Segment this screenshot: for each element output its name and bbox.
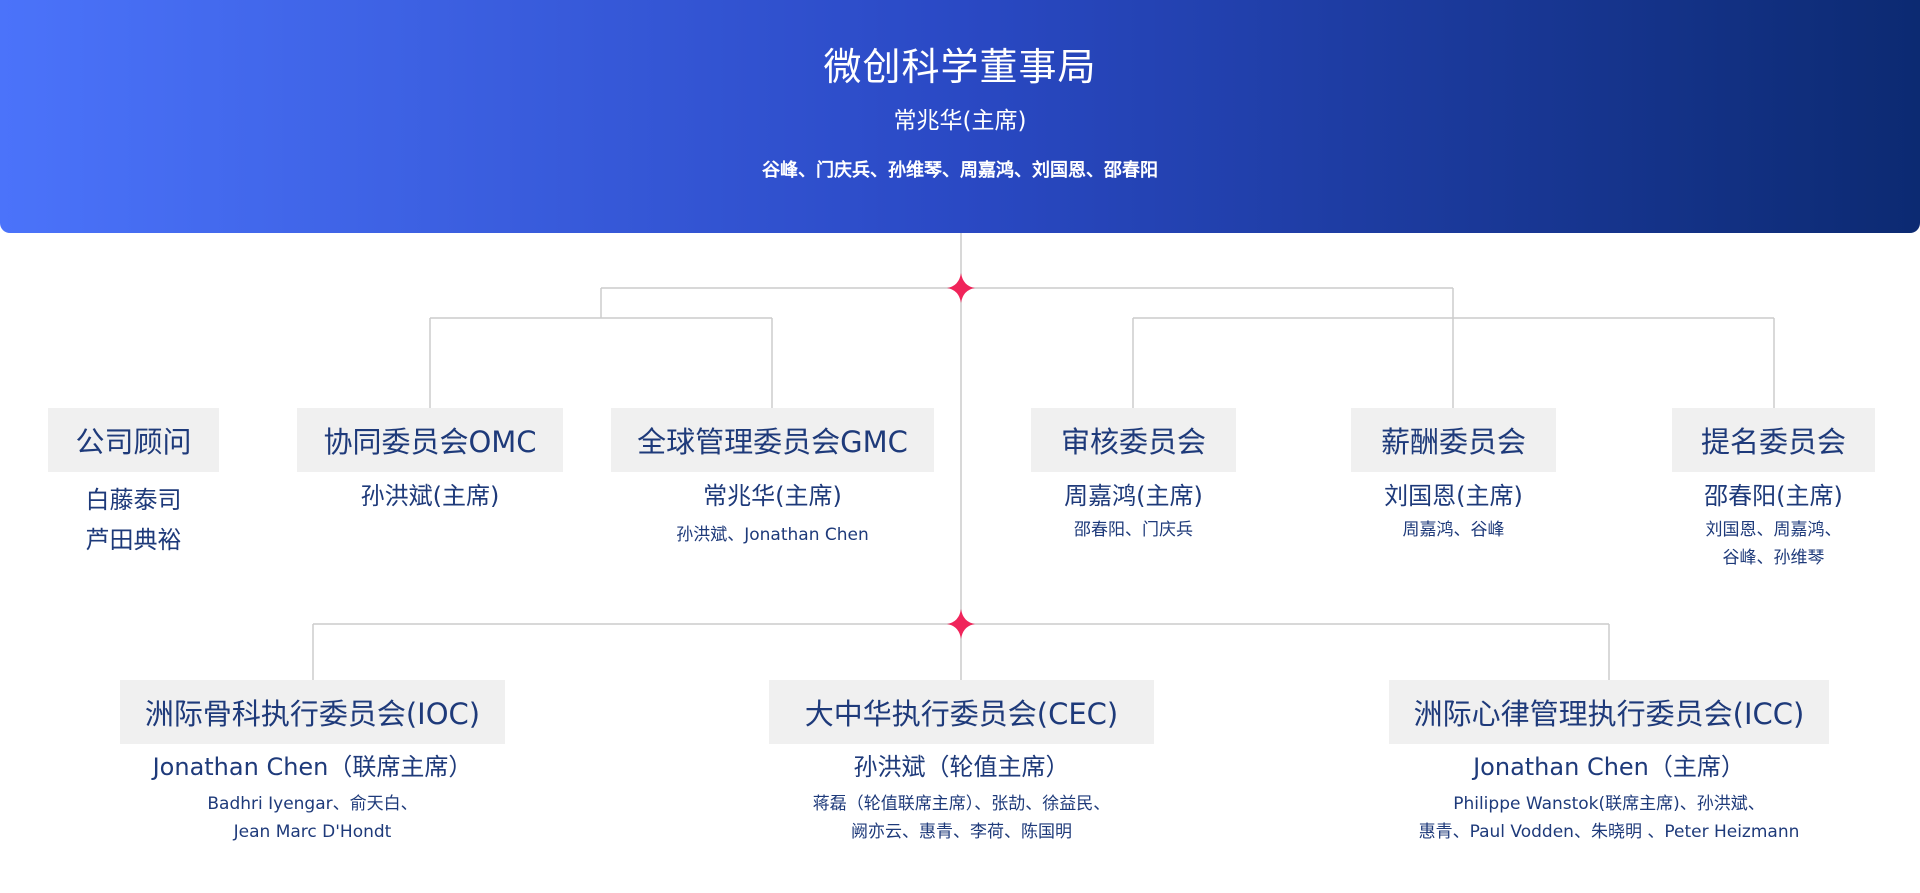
committee-gmc-box: 全球管理委员会GMC — [611, 408, 934, 472]
committee-nomination-chair: 邵春阳(主席) — [1704, 482, 1843, 510]
committee-nomination-box: 提名委员会 — [1672, 408, 1875, 472]
exec-ioc-people: Jonathan Chen（联席主席） Badhri Iyengar、俞天白、 … — [60, 752, 565, 846]
exec-cec-people: 孙洪斌（轮值主席） 蒋磊（轮值联席主席）、张劼、徐益民、 阙亦云、惠青、李荷、陈… — [709, 752, 1214, 846]
committee-gmc-members: 孙洪斌、Jonathan Chen — [676, 525, 869, 545]
exec-cec-members: 蒋磊（轮值联席主席）、张劼、徐益民、 — [812, 794, 1111, 814]
committee-audit-box: 审核委员会 — [1031, 408, 1236, 472]
exec-icc-box: 洲际心律管理执行委员会(ICC) — [1389, 680, 1829, 744]
exec-cec-box: 大中华执行委员会(CEC) — [769, 680, 1154, 744]
committee-nomination-members: 谷峰、孙维琴 — [1722, 548, 1825, 568]
committee-omc-box: 协同委员会OMC — [297, 408, 563, 472]
committee-advisors-people: 白藤泰司 芦田典裕 — [48, 480, 219, 560]
advisor-name: 白藤泰司 — [85, 486, 182, 514]
board-title: 微创科学董事局 — [823, 45, 1097, 89]
committee-remuneration-box: 薪酬委员会 — [1351, 408, 1556, 472]
committee-advisors-box: 公司顾问 — [48, 408, 219, 472]
committee-gmc-chair: 常兆华(主席) — [703, 482, 842, 510]
committee-remuneration-chair: 刘国恩(主席) — [1384, 482, 1523, 510]
committee-audit-chair: 周嘉鸿(主席) — [1064, 482, 1203, 510]
exec-icc-name: 洲际心律管理执行委员会(ICC) — [1413, 697, 1805, 731]
board-banner: 微创科学董事局 常兆华(主席) 谷峰、门庆兵、孙维琴、周嘉鸿、刘国恩、邵春阳 — [0, 0, 1920, 233]
committee-omc-people: 孙洪斌(主席) — [297, 481, 563, 511]
exec-icc-members: Philippe Wanstok(联席主席)、孙洪斌、 — [1453, 794, 1765, 814]
committee-audit-people: 周嘉鸿(主席) 邵春阳、门庆兵 — [1031, 481, 1236, 544]
exec-cec-chair: 孙洪斌（轮值主席） — [853, 753, 1070, 781]
exec-icc-chair: Jonathan Chen（主席） — [1473, 753, 1745, 781]
exec-ioc-box: 洲际骨科执行委员会(IOC) — [120, 680, 505, 744]
exec-cec-members: 阙亦云、惠青、李荷、陈国明 — [851, 822, 1072, 842]
exec-ioc-chair: Jonathan Chen（联席主席） — [152, 753, 473, 781]
committee-audit-name: 审核委员会 — [1060, 425, 1206, 459]
committee-omc-name: 协同委员会OMC — [323, 425, 537, 459]
committee-nomination-people: 邵春阳(主席) 刘国恩、周嘉鸿、 谷峰、孙维琴 — [1672, 481, 1875, 572]
committee-omc-chair: 孙洪斌(主席) — [360, 482, 500, 510]
committee-nomination-members: 刘国恩、周嘉鸿、 — [1705, 520, 1842, 540]
committee-remuneration-name: 薪酬委员会 — [1380, 425, 1526, 459]
committee-gmc-people: 常兆华(主席) 孙洪斌、Jonathan Chen — [611, 481, 934, 549]
exec-ioc-name: 洲际骨科执行委员会(IOC) — [144, 697, 481, 731]
exec-ioc-members: Jean Marc D'Hondt — [233, 822, 392, 842]
committee-remuneration-people: 刘国恩(主席) 周嘉鸿、谷峰 — [1351, 481, 1556, 544]
exec-cec-name: 大中华执行委员会(CEC) — [804, 697, 1119, 731]
board-chair: 常兆华(主席) — [893, 108, 1027, 134]
committee-nomination-name: 提名委员会 — [1700, 425, 1846, 459]
node-star-lower-icon — [947, 609, 975, 639]
exec-ioc-members: Badhri Iyengar、俞天白、 — [207, 794, 418, 814]
committee-audit-members: 邵春阳、门庆兵 — [1074, 520, 1193, 540]
committee-advisors-name: 公司顾问 — [75, 425, 192, 459]
committee-remuneration-members: 周嘉鸿、谷峰 — [1402, 520, 1505, 540]
exec-icc-people: Jonathan Chen（主席） Philippe Wanstok(联席主席)… — [1329, 752, 1889, 846]
advisor-name: 芦田典裕 — [85, 526, 182, 554]
committee-gmc-name: 全球管理委员会GMC — [637, 425, 908, 459]
node-star-upper-icon — [947, 273, 975, 303]
board-members: 谷峰、门庆兵、孙维琴、周嘉鸿、刘国恩、邵春阳 — [762, 160, 1158, 181]
exec-icc-members: 惠青、Paul Vodden、朱晓明 、Peter Heizmann — [1418, 822, 1800, 842]
